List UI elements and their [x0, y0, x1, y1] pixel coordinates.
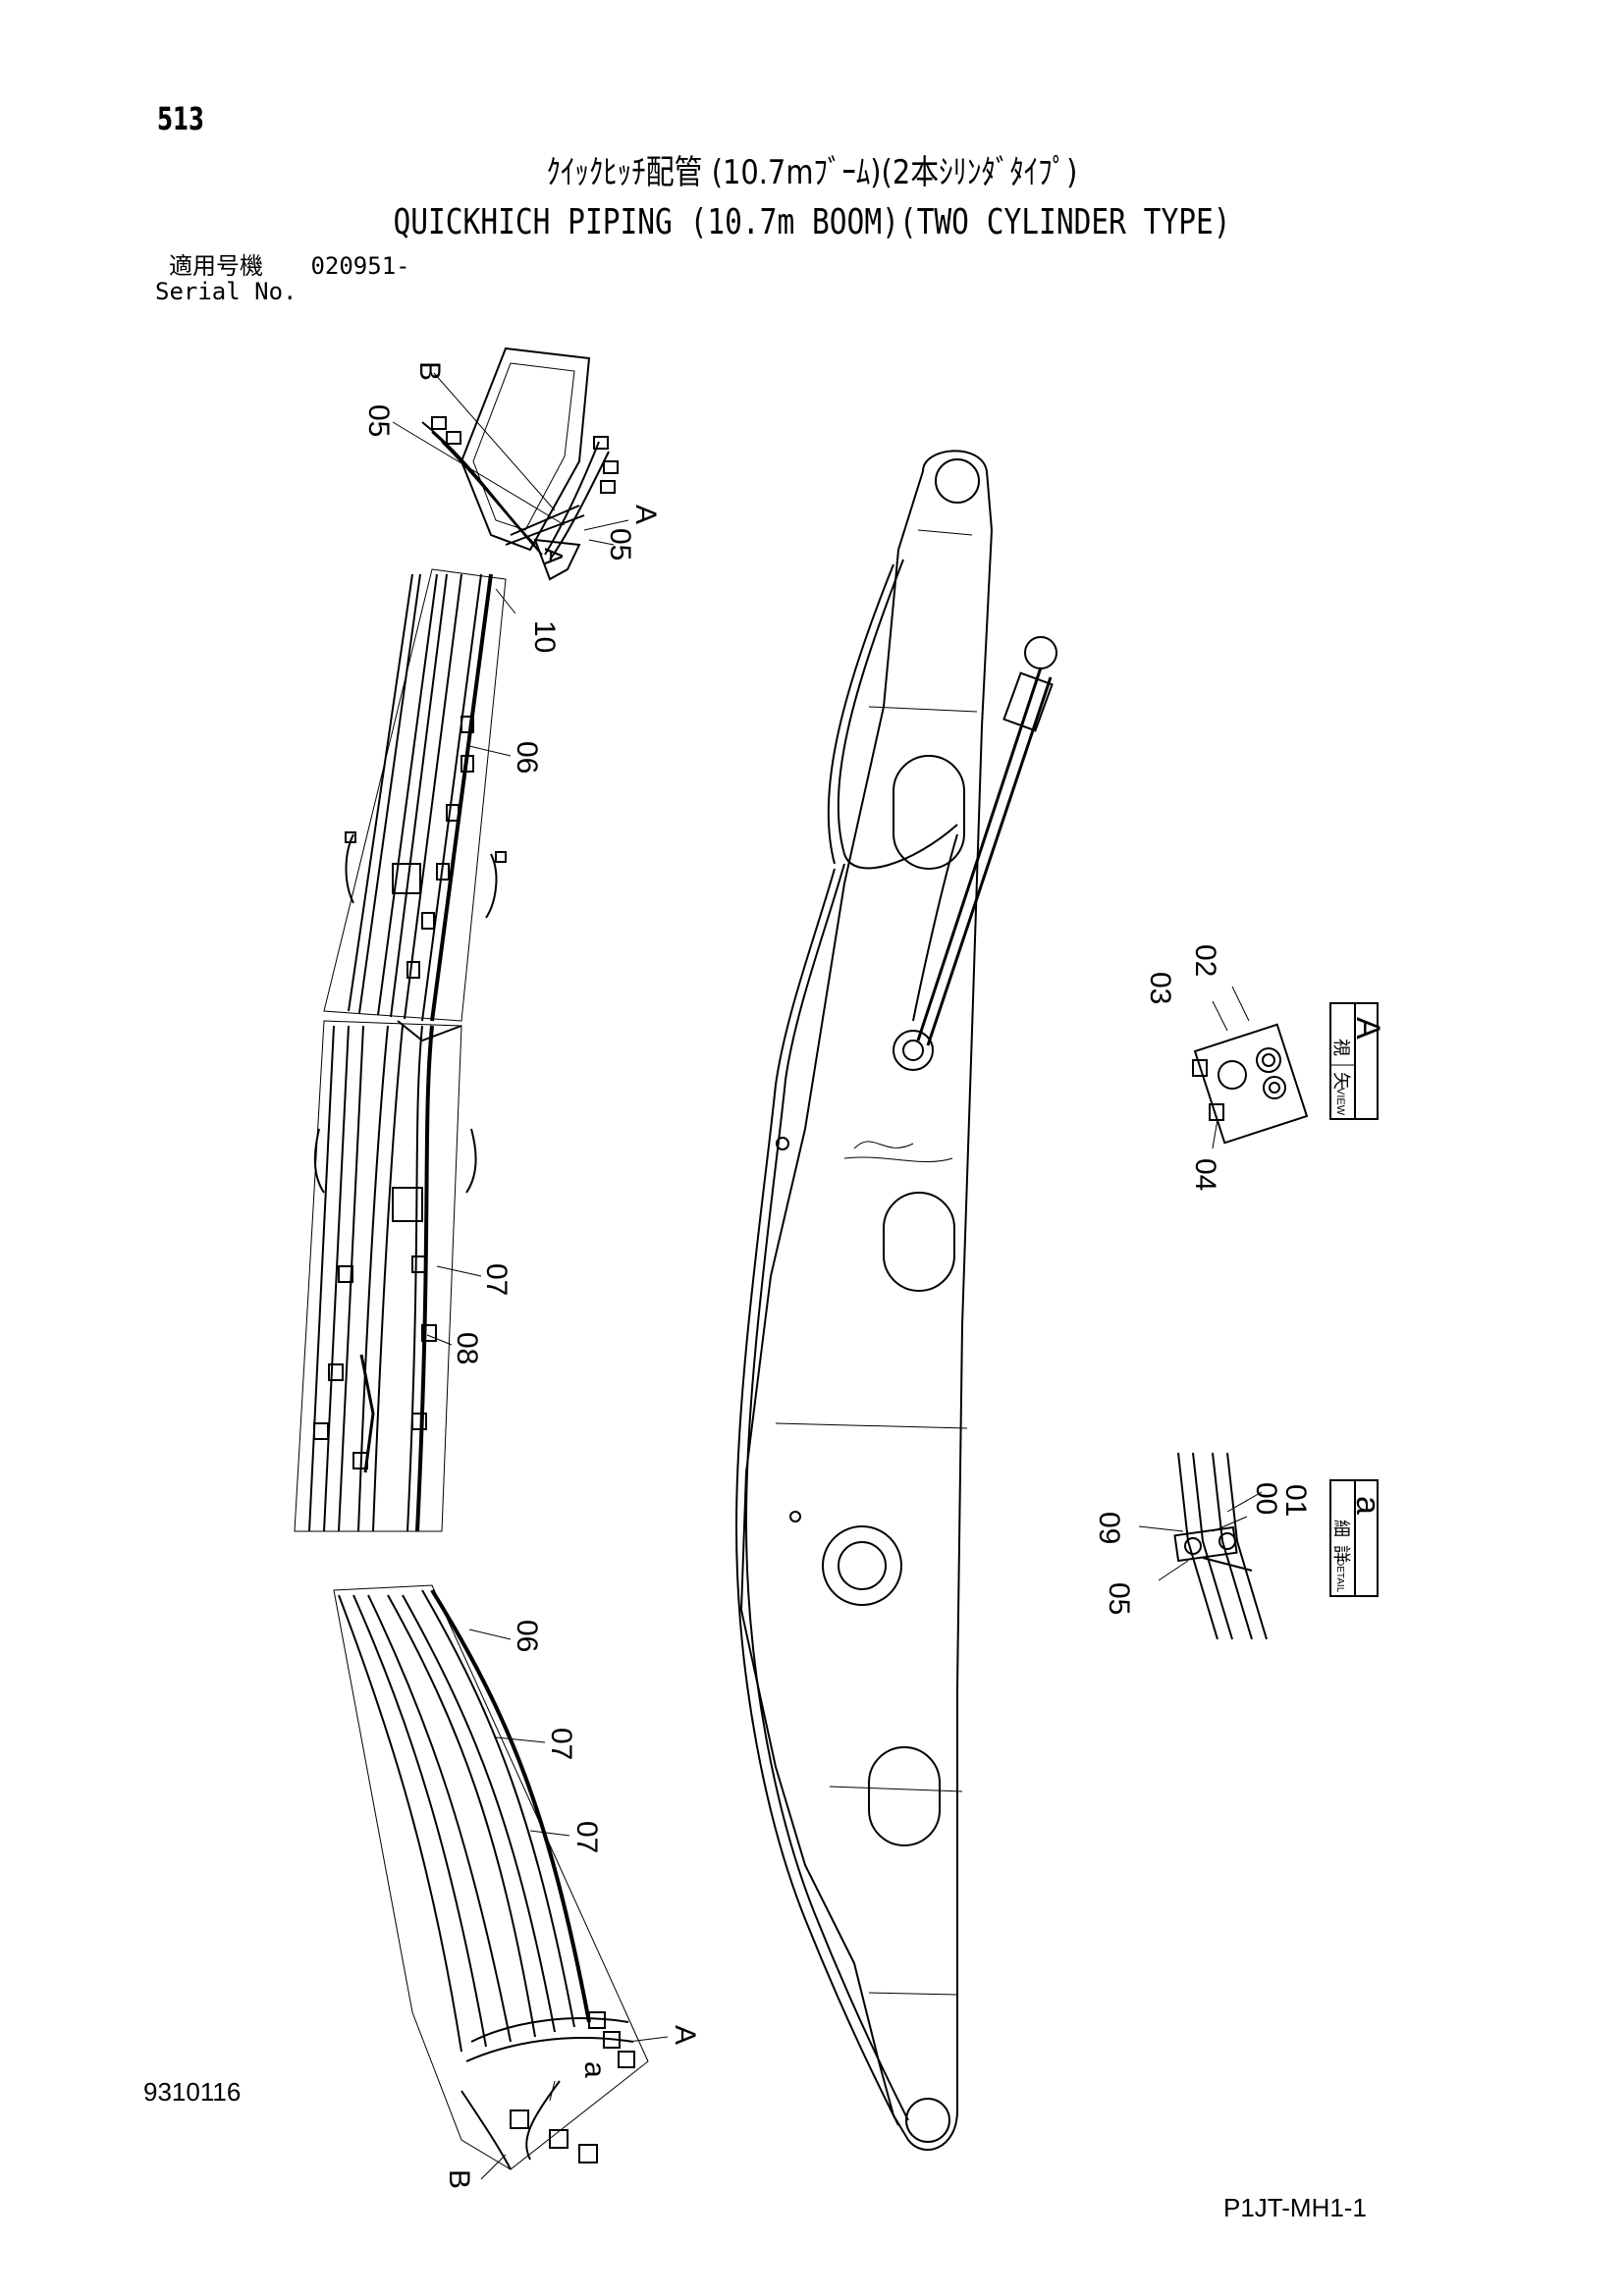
callout-view-04: 04 [1189, 1158, 1221, 1191]
callout-a-bottom: A [669, 2025, 701, 2045]
detail-box-kanji-2: 細 [1331, 1520, 1351, 1537]
detail-box-kanji-1: 詳 [1331, 1545, 1351, 1563]
callout-detail-09: 09 [1093, 1512, 1125, 1544]
view-a-detail [1192, 986, 1309, 1149]
callout-05-mid: 05 [604, 528, 636, 561]
view-box-kanji-1: 矢 [1331, 1072, 1351, 1090]
callout-10: 10 [528, 620, 561, 653]
inset-top-bracket [421, 347, 619, 561]
callout-detail-01: 01 [1279, 1484, 1312, 1517]
callout-08: 08 [451, 1332, 483, 1364]
detail-a [1138, 1452, 1268, 1640]
callout-b-top: B [413, 361, 446, 381]
detail-box-letter: a [1349, 1496, 1386, 1515]
document-code: 9310116 [143, 2077, 242, 2107]
reference-code: P1JT-MH1-1 [1223, 2193, 1367, 2222]
callout-a-lowercase-bottom: a [578, 2061, 611, 2078]
view-a-label-box: A 矢 視 VIEW [1329, 1002, 1386, 1120]
view-box-kanji-2: 視 [1331, 1039, 1351, 1056]
pipe-strip-upper [323, 568, 507, 1042]
callout-06-upper: 06 [511, 741, 543, 774]
callout-view-arrow-a: A [539, 548, 568, 565]
serial-info: 適用号機 020951- Serial No. [155, 252, 410, 304]
callout-06-lower: 06 [511, 1620, 543, 1652]
detail-box-caption: DETAIL [1334, 1559, 1345, 1593]
serial-value: 020951- [310, 252, 410, 280]
view-box-caption: VIEW [1334, 1088, 1346, 1116]
pipe-strip-middle [294, 1020, 477, 1532]
serial-label-jp: 適用号機 [169, 252, 263, 280]
callout-05-top: 05 [362, 404, 395, 437]
serial-label-en: Serial No. [155, 278, 298, 305]
callout-b-bottom: B [443, 2169, 475, 2189]
title-english: QUICKHICH PIPING (10.7m BOOM)(TWO CYLIND… [393, 202, 1231, 242]
callout-detail-05: 05 [1103, 1582, 1135, 1615]
callout-07-lower-a: 07 [545, 1728, 577, 1760]
callout-detail-00: 00 [1250, 1482, 1282, 1515]
pipe-strip-lower [333, 1584, 649, 2170]
title-japanese: ｸｲｯｸﾋｯﾁ配管 (10.7mﾌﾞｰﾑ)(2本ｼﾘﾝﾀﾞﾀｲﾌﾟ) [546, 153, 1078, 192]
callout-view-02: 02 [1189, 944, 1221, 977]
callout-view-03: 03 [1144, 972, 1176, 1004]
view-box-letter: A [1349, 1017, 1386, 1040]
callout-a-top: A [629, 505, 662, 524]
callout-07-upper: 07 [480, 1263, 513, 1296]
callout-07-lower-b: 07 [570, 1821, 603, 1853]
detail-a-label-box: a 詳 細 DETAIL [1329, 1479, 1386, 1597]
boom-body [734, 450, 1057, 2151]
page-number: 513 [157, 100, 205, 137]
